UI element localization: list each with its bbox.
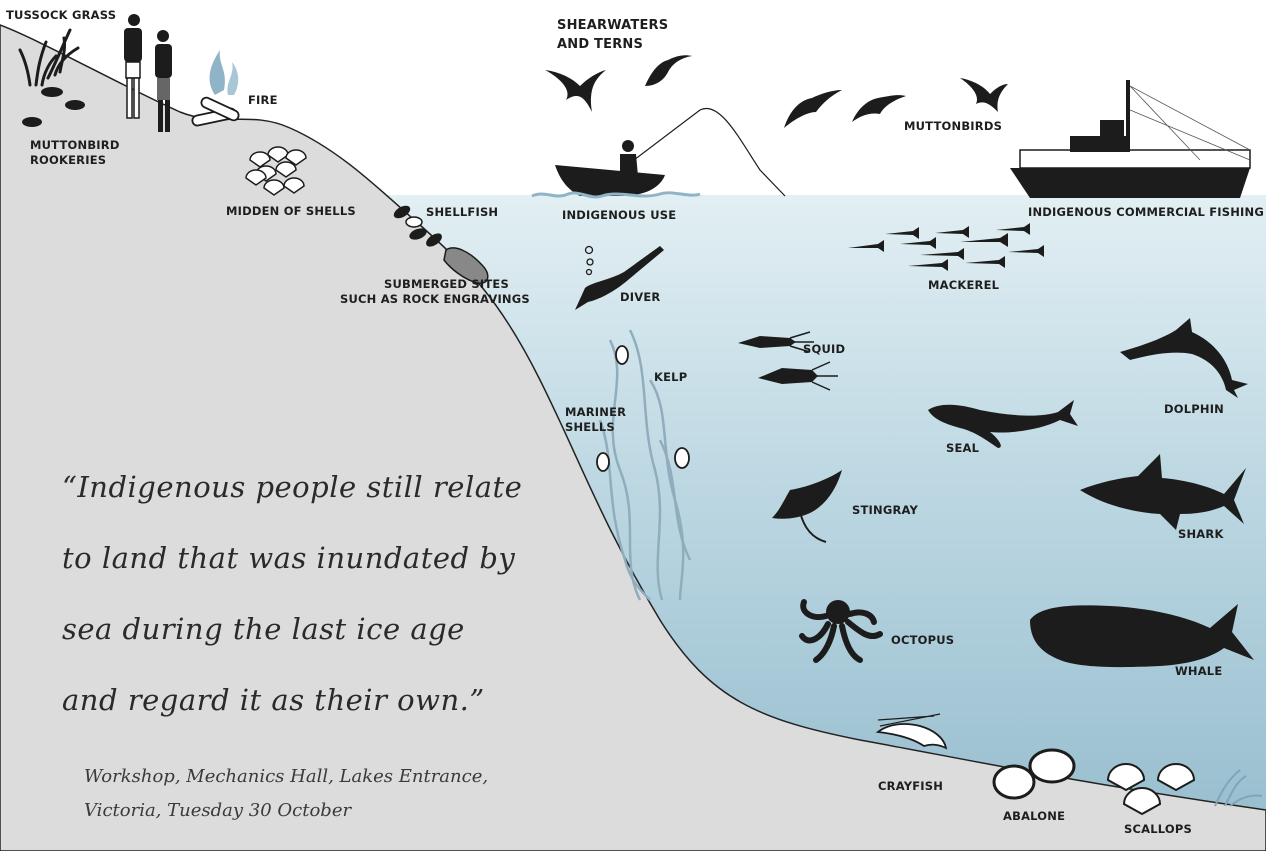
caption-line-1: Workshop, Mechanics Hall, Lakes Entrance…: [84, 760, 488, 794]
label-muttonbird-rookeries-line1: MUTTONBIRD: [30, 138, 120, 153]
label-shearwaters: SHEARWATERS AND TERNS: [557, 16, 668, 54]
quote-line-2: to land that was inundated by: [62, 523, 502, 594]
label-dolphin: DOLPHIN: [1164, 402, 1224, 417]
caption-line-2: Victoria, Tuesday 30 October: [84, 794, 488, 828]
label-mackerel: MACKEREL: [928, 278, 999, 293]
label-mariner-shells: MARINER SHELLS: [565, 405, 626, 435]
label-whale: WHALE: [1175, 664, 1222, 679]
label-muttonbirds: MUTTONBIRDS: [904, 119, 1002, 134]
label-tussock-grass: TUSSOCK GRASS: [6, 8, 116, 23]
fishing-boat-icon: [532, 108, 785, 197]
label-muttonbird-rookeries-line2: ROOKERIES: [30, 153, 120, 168]
label-submerged-line1: SUBMERGED SITES: [340, 277, 530, 292]
birds: [545, 55, 1008, 128]
label-shark: SHARK: [1178, 527, 1224, 542]
quote-block: “Indigenous people still relate to land …: [62, 452, 502, 736]
label-seal: SEAL: [946, 441, 979, 456]
label-squid: SQUID: [803, 342, 845, 357]
label-shellfish: SHELLFISH: [426, 205, 498, 220]
label-octopus: OCTOPUS: [891, 633, 954, 648]
muttonbird-icon: [784, 90, 842, 128]
label-submerged-sites: SUBMERGED SITES SUCH AS ROCK ENGRAVINGS: [340, 277, 530, 307]
muttonbird-icon: [852, 95, 906, 122]
label-crayfish: CRAYFISH: [878, 779, 943, 794]
quote-line-1: “Indigenous people still relate: [62, 452, 502, 523]
label-shearwaters-line2: AND TERNS: [557, 35, 668, 54]
shearwater-icon: [645, 55, 692, 86]
commercial-vessel-icon: [1010, 80, 1250, 198]
muttonbird-icon: [960, 78, 1008, 112]
quote-line-3: sea during the last ice age: [62, 594, 502, 665]
shearwater-icon: [545, 70, 606, 112]
label-mariner-line2: SHELLS: [565, 420, 626, 435]
label-submerged-line2: SUCH AS ROCK ENGRAVINGS: [340, 292, 530, 307]
label-diver: DIVER: [620, 290, 660, 305]
label-muttonbird-rookeries: MUTTONBIRD ROOKERIES: [30, 138, 120, 168]
label-abalone: ABALONE: [1003, 809, 1065, 824]
label-scallops: SCALLOPS: [1124, 822, 1192, 837]
label-mariner-line1: MARINER: [565, 405, 626, 420]
fire-icon: [191, 50, 240, 126]
label-stingray: STINGRAY: [852, 503, 918, 518]
quote-caption: Workshop, Mechanics Hall, Lakes Entrance…: [84, 760, 488, 828]
label-midden: MIDDEN OF SHELLS: [226, 204, 356, 219]
label-commercial-fishing: INDIGENOUS COMMERCIAL FISHING: [1028, 205, 1264, 220]
label-kelp: KELP: [654, 370, 687, 385]
label-fire: FIRE: [248, 93, 278, 108]
label-shearwaters-line1: SHEARWATERS: [557, 16, 668, 35]
label-indigenous-use: INDIGENOUS USE: [562, 208, 676, 223]
quote-line-4: and regard it as their own.”: [62, 665, 502, 736]
